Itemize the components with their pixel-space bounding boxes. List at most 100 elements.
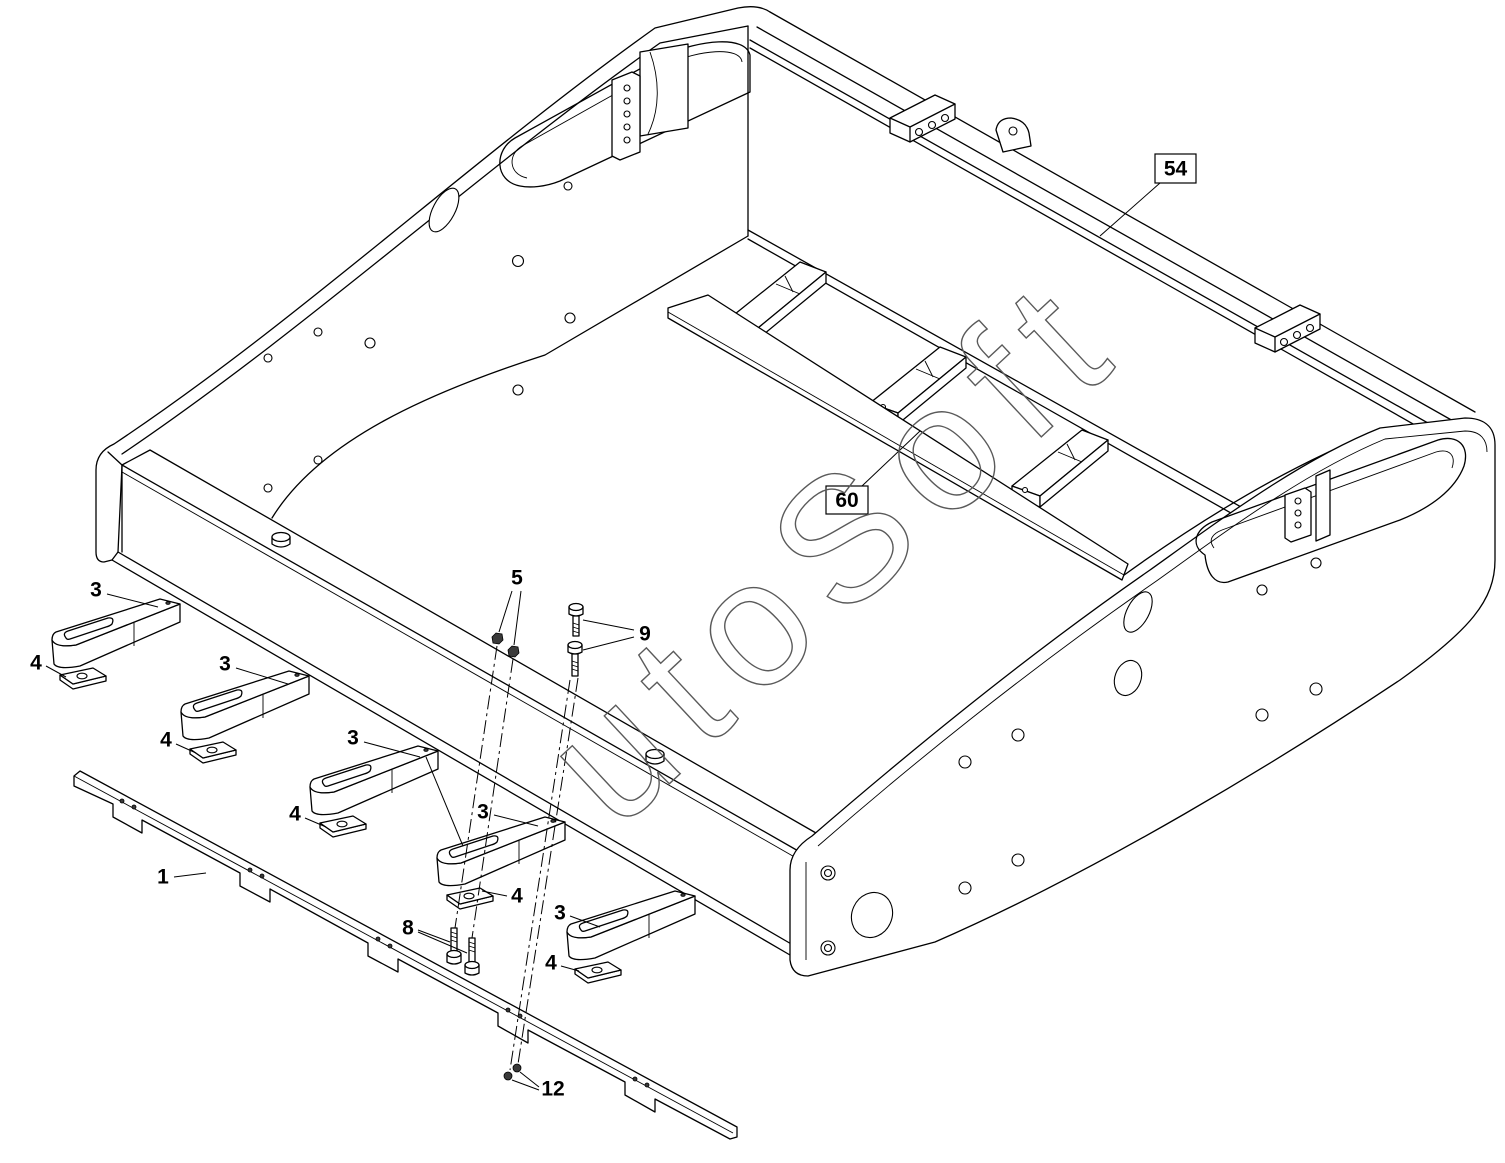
clamp-hole	[940, 113, 950, 123]
plate-hole	[1011, 728, 1025, 742]
clamp-hole	[1279, 337, 1289, 347]
nut	[512, 1063, 522, 1073]
clamp-hole	[927, 120, 937, 130]
plate-hole	[958, 881, 972, 895]
shim-plate	[446, 887, 494, 910]
blade-edge-line	[667, 311, 1125, 576]
leader-line	[861, 430, 921, 487]
plate-hole	[563, 181, 573, 191]
bar-hole	[1294, 521, 1302, 529]
callout-label: 4	[289, 803, 301, 826]
window-outline	[499, 41, 751, 188]
bolt-thread	[571, 660, 579, 672]
leader-line	[481, 890, 508, 897]
strip-hole	[259, 873, 265, 879]
bolt-head-top	[568, 602, 584, 612]
callout-label: 4	[160, 729, 172, 752]
leader-line	[363, 741, 421, 758]
nut	[503, 1071, 513, 1081]
leader-line	[175, 743, 197, 754]
plate-window	[499, 41, 751, 188]
callout-label: 8	[402, 917, 414, 940]
leader-line	[498, 590, 522, 646]
plate-hole	[512, 384, 524, 396]
bottom-bolt	[446, 927, 462, 965]
leader-line	[45, 665, 67, 678]
clamp-body	[1254, 304, 1321, 353]
bracket	[436, 816, 566, 887]
shim-plate	[59, 667, 107, 690]
top-bolt	[567, 640, 583, 677]
bolt-shank	[572, 615, 580, 637]
plate-hole	[1309, 682, 1323, 696]
nut	[491, 632, 504, 645]
leader-line	[235, 667, 289, 685]
rail-edge-line	[749, 47, 1453, 447]
rear-scraper-bracket	[1011, 429, 1109, 508]
bracket	[566, 890, 696, 961]
bar-hole	[1294, 497, 1302, 505]
front-cross-beam	[111, 449, 817, 956]
shim-plate	[574, 961, 622, 984]
leader-line	[1099, 182, 1161, 237]
callout-label: 12	[541, 1078, 564, 1101]
shim-plate	[319, 815, 367, 838]
rail-edge-line	[756, 26, 1463, 427]
right-side-plate	[789, 417, 1496, 977]
strip-hole	[247, 867, 253, 873]
bar-hole	[623, 97, 631, 105]
beam-bolt-cap	[271, 531, 291, 548]
callout-box	[1154, 153, 1197, 184]
beam-chamfer-line	[121, 471, 799, 860]
beam-bolt-cap	[645, 748, 665, 765]
callout-box	[825, 485, 869, 515]
strip-hole	[375, 936, 381, 942]
plate-hole	[823, 868, 833, 878]
window-back-plate	[1315, 469, 1331, 542]
beam-bottom-edge	[117, 551, 794, 946]
plate-floor-curve	[271, 235, 749, 519]
callout-label: 3	[347, 727, 359, 750]
leader-lines	[45, 182, 1161, 1091]
bar-hole	[623, 84, 631, 92]
callout-label: 9	[639, 623, 651, 646]
leader-line	[106, 593, 159, 608]
center-line	[471, 658, 514, 939]
rear-scraper-assembly	[667, 261, 1129, 581]
leader-line	[569, 915, 601, 928]
bracket	[180, 670, 310, 741]
rail-lug	[995, 117, 1032, 153]
bracket-side-face	[1039, 439, 1109, 508]
lug-hole	[1008, 126, 1018, 136]
strip-hole	[505, 1007, 511, 1013]
leader-line	[560, 965, 580, 972]
plate-hole	[958, 755, 972, 769]
beam-top-front-edge	[121, 464, 801, 853]
bolt-thread	[468, 941, 476, 953]
callout-label: 4	[30, 652, 42, 675]
leader-line	[417, 929, 468, 954]
clamp-hole	[1305, 323, 1315, 333]
plate-hole	[511, 254, 525, 268]
plate-hole	[364, 337, 376, 349]
plate-large-hole	[850, 891, 894, 939]
callout-label: 3	[219, 653, 231, 676]
plate-bevel-line	[817, 430, 1488, 847]
cap-top	[271, 531, 291, 543]
strip-hole	[131, 804, 137, 810]
leader-line	[425, 756, 464, 847]
leader-line	[493, 814, 539, 827]
strip-body	[73, 770, 738, 1140]
plate-slot-hole	[1113, 659, 1143, 697]
bolt-head-top	[464, 960, 480, 970]
callout-label: 3	[554, 902, 566, 925]
ledge-line	[747, 229, 1251, 513]
top-nuts	[491, 632, 520, 658]
top-bolt	[568, 602, 584, 637]
bolt-head-top	[446, 949, 462, 959]
strip-hole	[119, 798, 125, 804]
rail-clamp-bracket	[889, 94, 956, 143]
clamp-hole	[1292, 330, 1302, 340]
bracket-step-line	[915, 360, 941, 380]
strip-hole	[387, 943, 393, 949]
